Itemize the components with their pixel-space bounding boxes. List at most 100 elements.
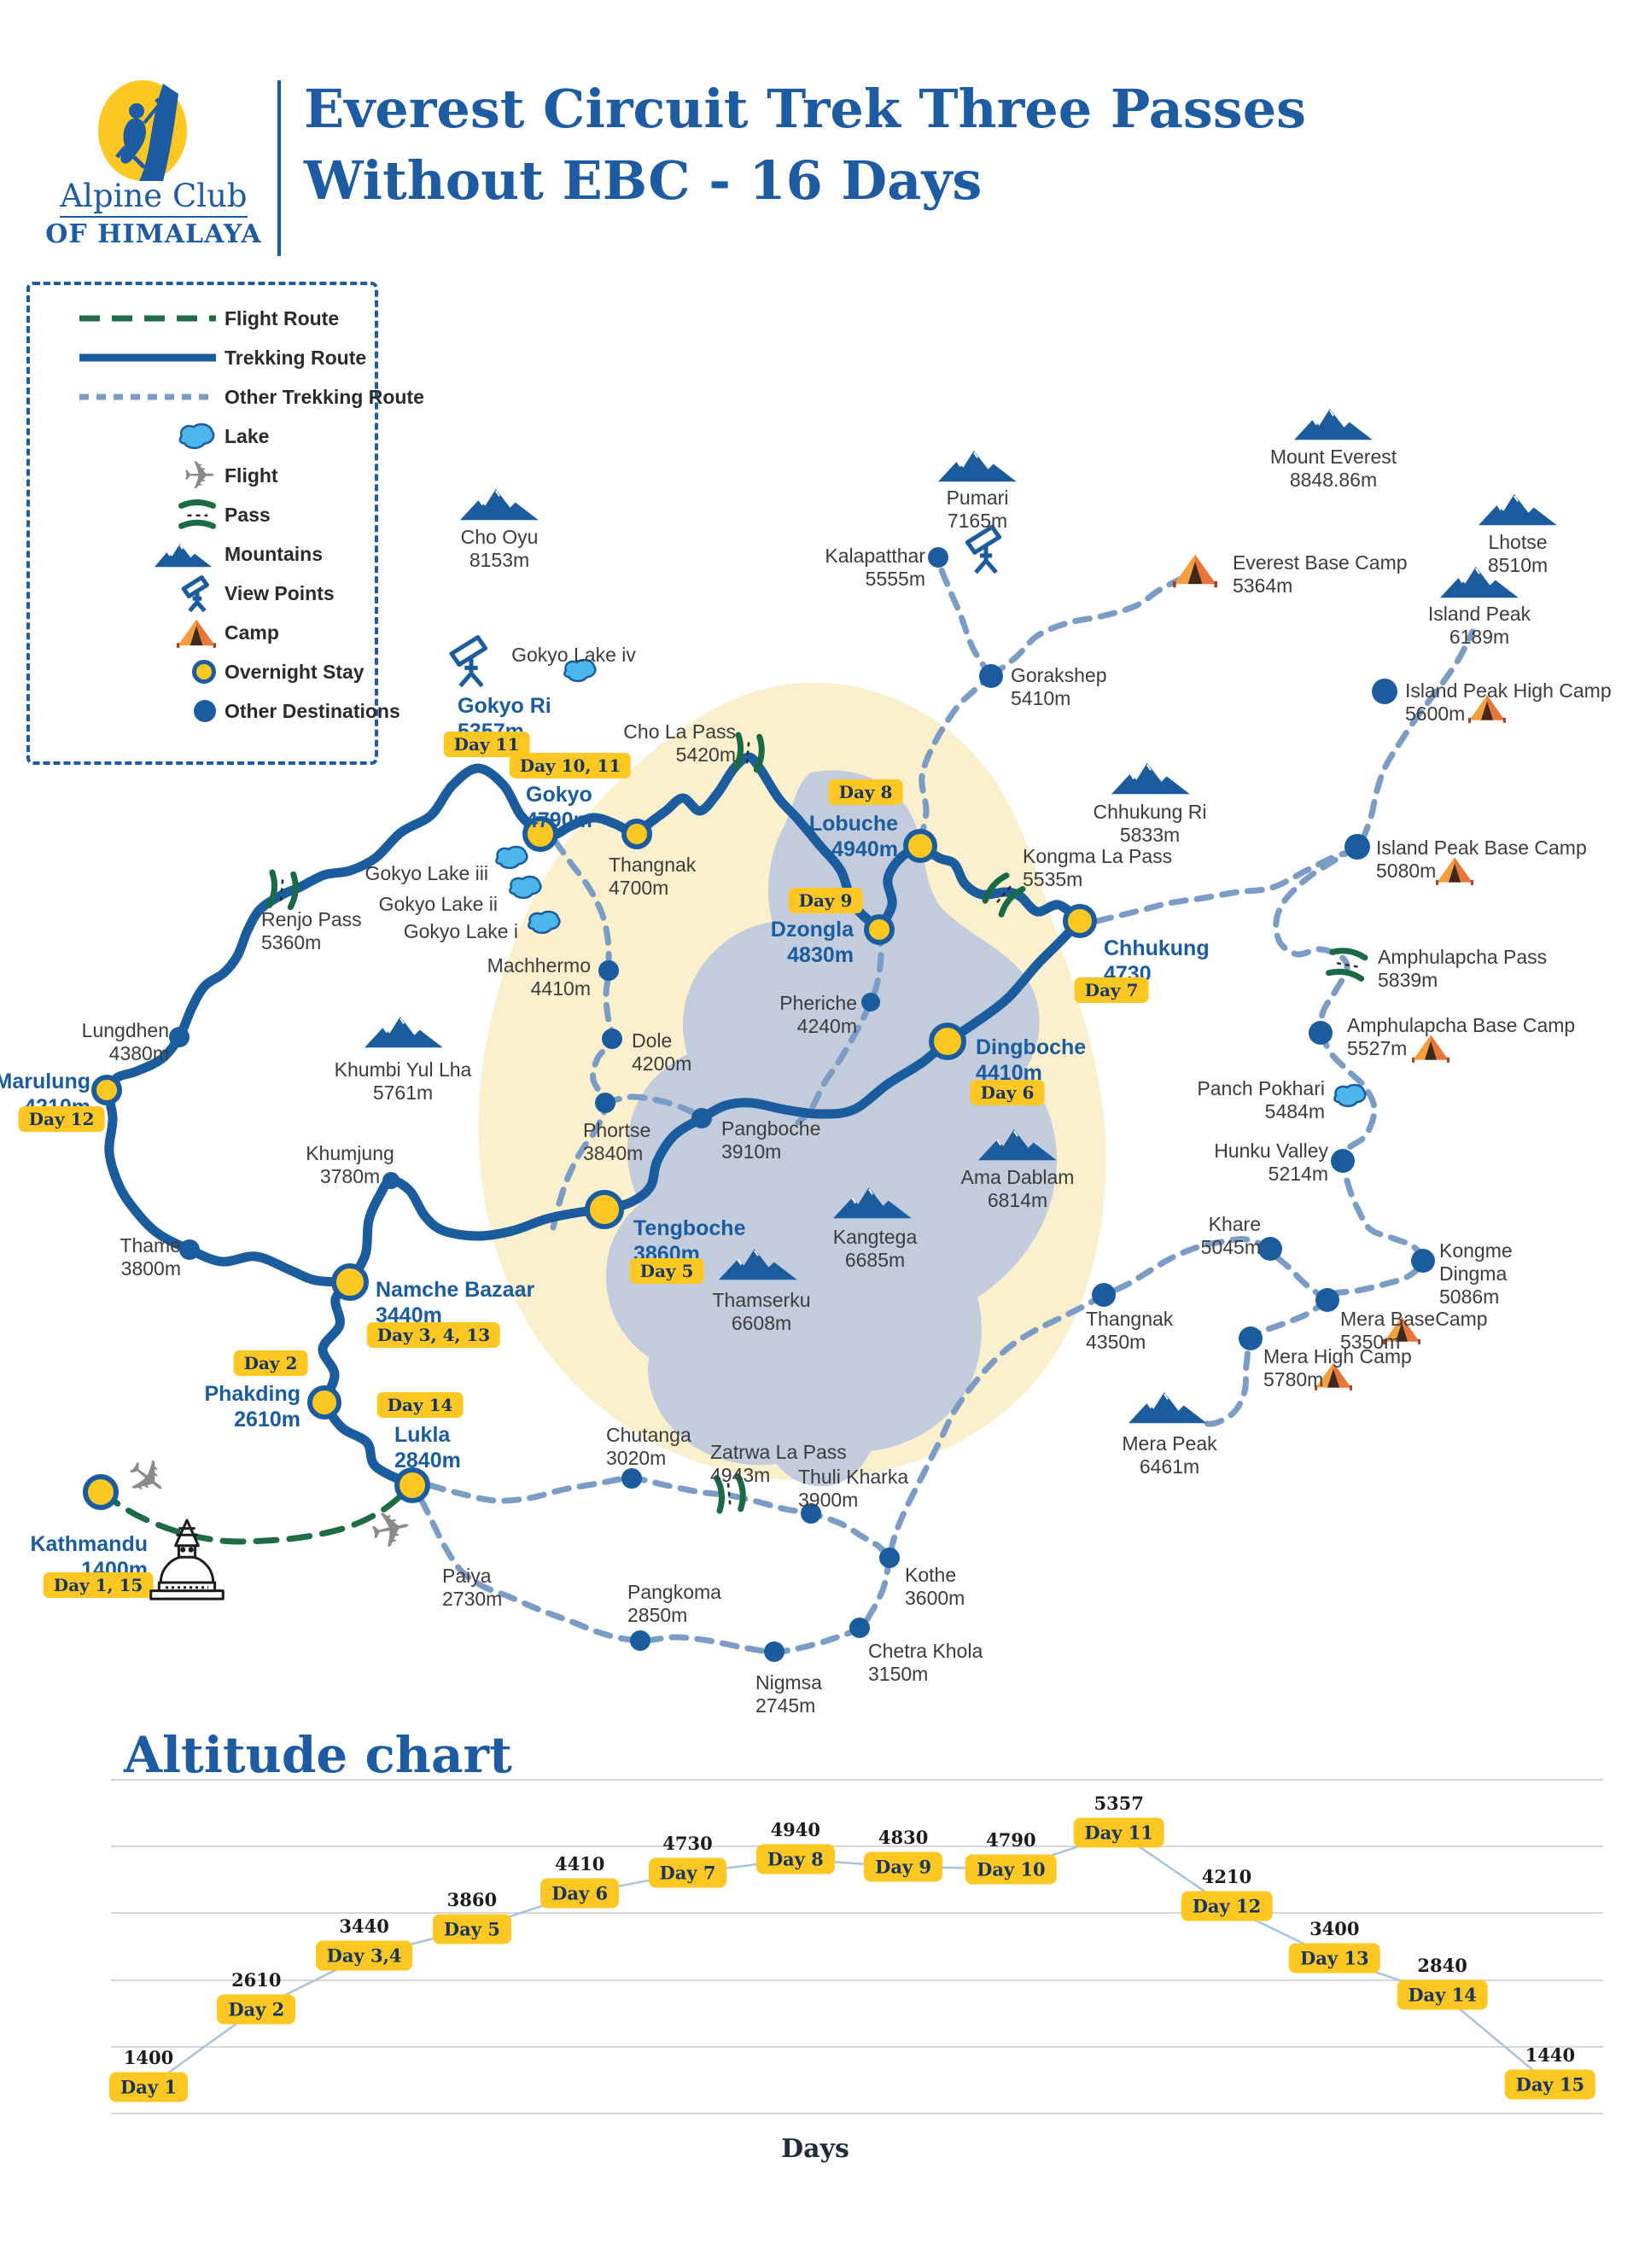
chart-x-axis-label: Days [781,2134,849,2164]
legend-label: View Points [225,581,335,604]
label-line: 3900m [798,1489,859,1511]
chart-day-badge-Day-8: Day 8 [755,1844,835,1874]
pass-marker-renjo-pass [263,869,302,914]
lake-icon [178,423,215,450]
chart-value-Day-10: 4790 [986,1828,1036,1851]
destination-marker-khare [1258,1237,1282,1261]
viewpoint-icon-kalapatthar [960,523,1012,579]
label-line: Mera High Camp [1263,1345,1412,1367]
label-line: Lukla [394,1423,451,1447]
label-line: 2730m [442,1588,503,1610]
stupa-icon [149,1519,225,1600]
label-line: Nigmsa [755,1671,822,1694]
lake-marker-gokyo-lake-i [524,909,562,941]
tent-icon-mera-high-camp [1315,1361,1352,1395]
label-line: Khumjung [306,1142,394,1164]
legend-label: Overnight Stay [225,660,365,683]
camp-tent-icon [1383,1316,1420,1345]
pass-icon [732,732,765,773]
legend-item-overnight-stay: Overnight Stay [30,652,375,691]
overnight-marker-namche [331,1263,369,1301]
label-line: 5045m [1200,1236,1261,1258]
label-line: Chutanga [606,1424,691,1446]
overnight-marker-gokyo [522,816,558,852]
label-gokyo-lake-iii: Gokyo Lake iii [365,862,488,885]
destination-marker-pangboche [691,1108,712,1128]
label-line: 4240m [796,1015,857,1037]
other-trekking-route-2 [988,573,1190,679]
label-line: Dzongla [770,918,854,942]
other-trekking-route-0 [917,673,994,844]
chart-day-badge-Day-15: Day 15 [1504,2069,1596,2100]
brand-subname: OF HIMALAYA [45,219,262,249]
overnight-marker-lukla [394,1467,430,1503]
telescope-icon [449,635,488,688]
pass-icon [714,1472,746,1514]
lake-marker-panch-pokhari [1330,1082,1368,1114]
label-line: 4830m [787,943,854,967]
lake-icon [1333,1083,1367,1108]
label-line: 3150m [868,1663,929,1685]
chart-value-Day-14: 2840 [1417,1954,1467,1976]
destination-marker-chetra-khola [849,1618,870,1638]
other-trekking-route-8 [1317,1029,1426,1303]
trekking-route-6 [102,1085,355,1287]
label-line: Amphulapcha Pass [1378,946,1548,968]
label-line: Thangnak [1086,1308,1174,1330]
day-badge-dingboche: Day 6 [970,1080,1045,1105]
overnight-marker-chhukung [1063,904,1097,938]
destination-marker-mera-base-camp [1315,1288,1339,1312]
destination-marker-thame [179,1239,200,1260]
label-line: 4790m [526,808,592,832]
destination-marker-pangkoma [630,1630,650,1651]
legend-label: Pass [225,503,271,526]
legend-item-mountains: Mountains [30,534,375,574]
label-line: 2745m [755,1694,816,1717]
day-badge-namche: Day 3, 4, 13 [366,1322,501,1348]
chart-day-badge-Day-2: Day 2 [217,1994,296,2025]
day-badge-gokyo-ri: Day 11 [443,732,530,757]
destination-marker-chutanga [621,1468,642,1489]
label-line: Kothe [905,1564,957,1586]
label-line: 8848.86m [1289,469,1378,491]
label-line: 3600m [905,1587,965,1609]
label-line: Chhukung [1104,936,1210,960]
day-badge-kathmandu: Day 1, 15 [43,1572,154,1598]
pass-icon [178,498,216,529]
label-line: 5484m [1264,1100,1325,1122]
chart-value-Day-12: 4210 [1201,1866,1252,1888]
legend-label: Other Destinations [225,699,400,722]
label-gokyo-lake-i: Gokyo Lake i [404,920,518,943]
legend-item-trekking-route: Trekking Route [30,338,375,377]
mountain-icon [1129,1391,1207,1424]
camp-tent-icon [1436,857,1473,886]
mountain-icon [1294,408,1373,440]
destination-marker-gorakshep [979,664,1003,688]
chart-value-Day-9: 4830 [878,1826,929,1848]
lake-icon [563,658,597,683]
label-line: Dole [632,1029,673,1052]
mountain-icon [833,1186,912,1219]
chart-day-badge-Day-9: Day 9 [864,1851,943,1882]
label-line: Thuli Kharka [798,1466,909,1488]
label-line: Pumari [946,487,1009,509]
label-line: Gokyo Lake iv [511,644,636,666]
mountain-marker-mera-peak [1123,1388,1212,1430]
label-line: Pangkoma [627,1581,721,1603]
